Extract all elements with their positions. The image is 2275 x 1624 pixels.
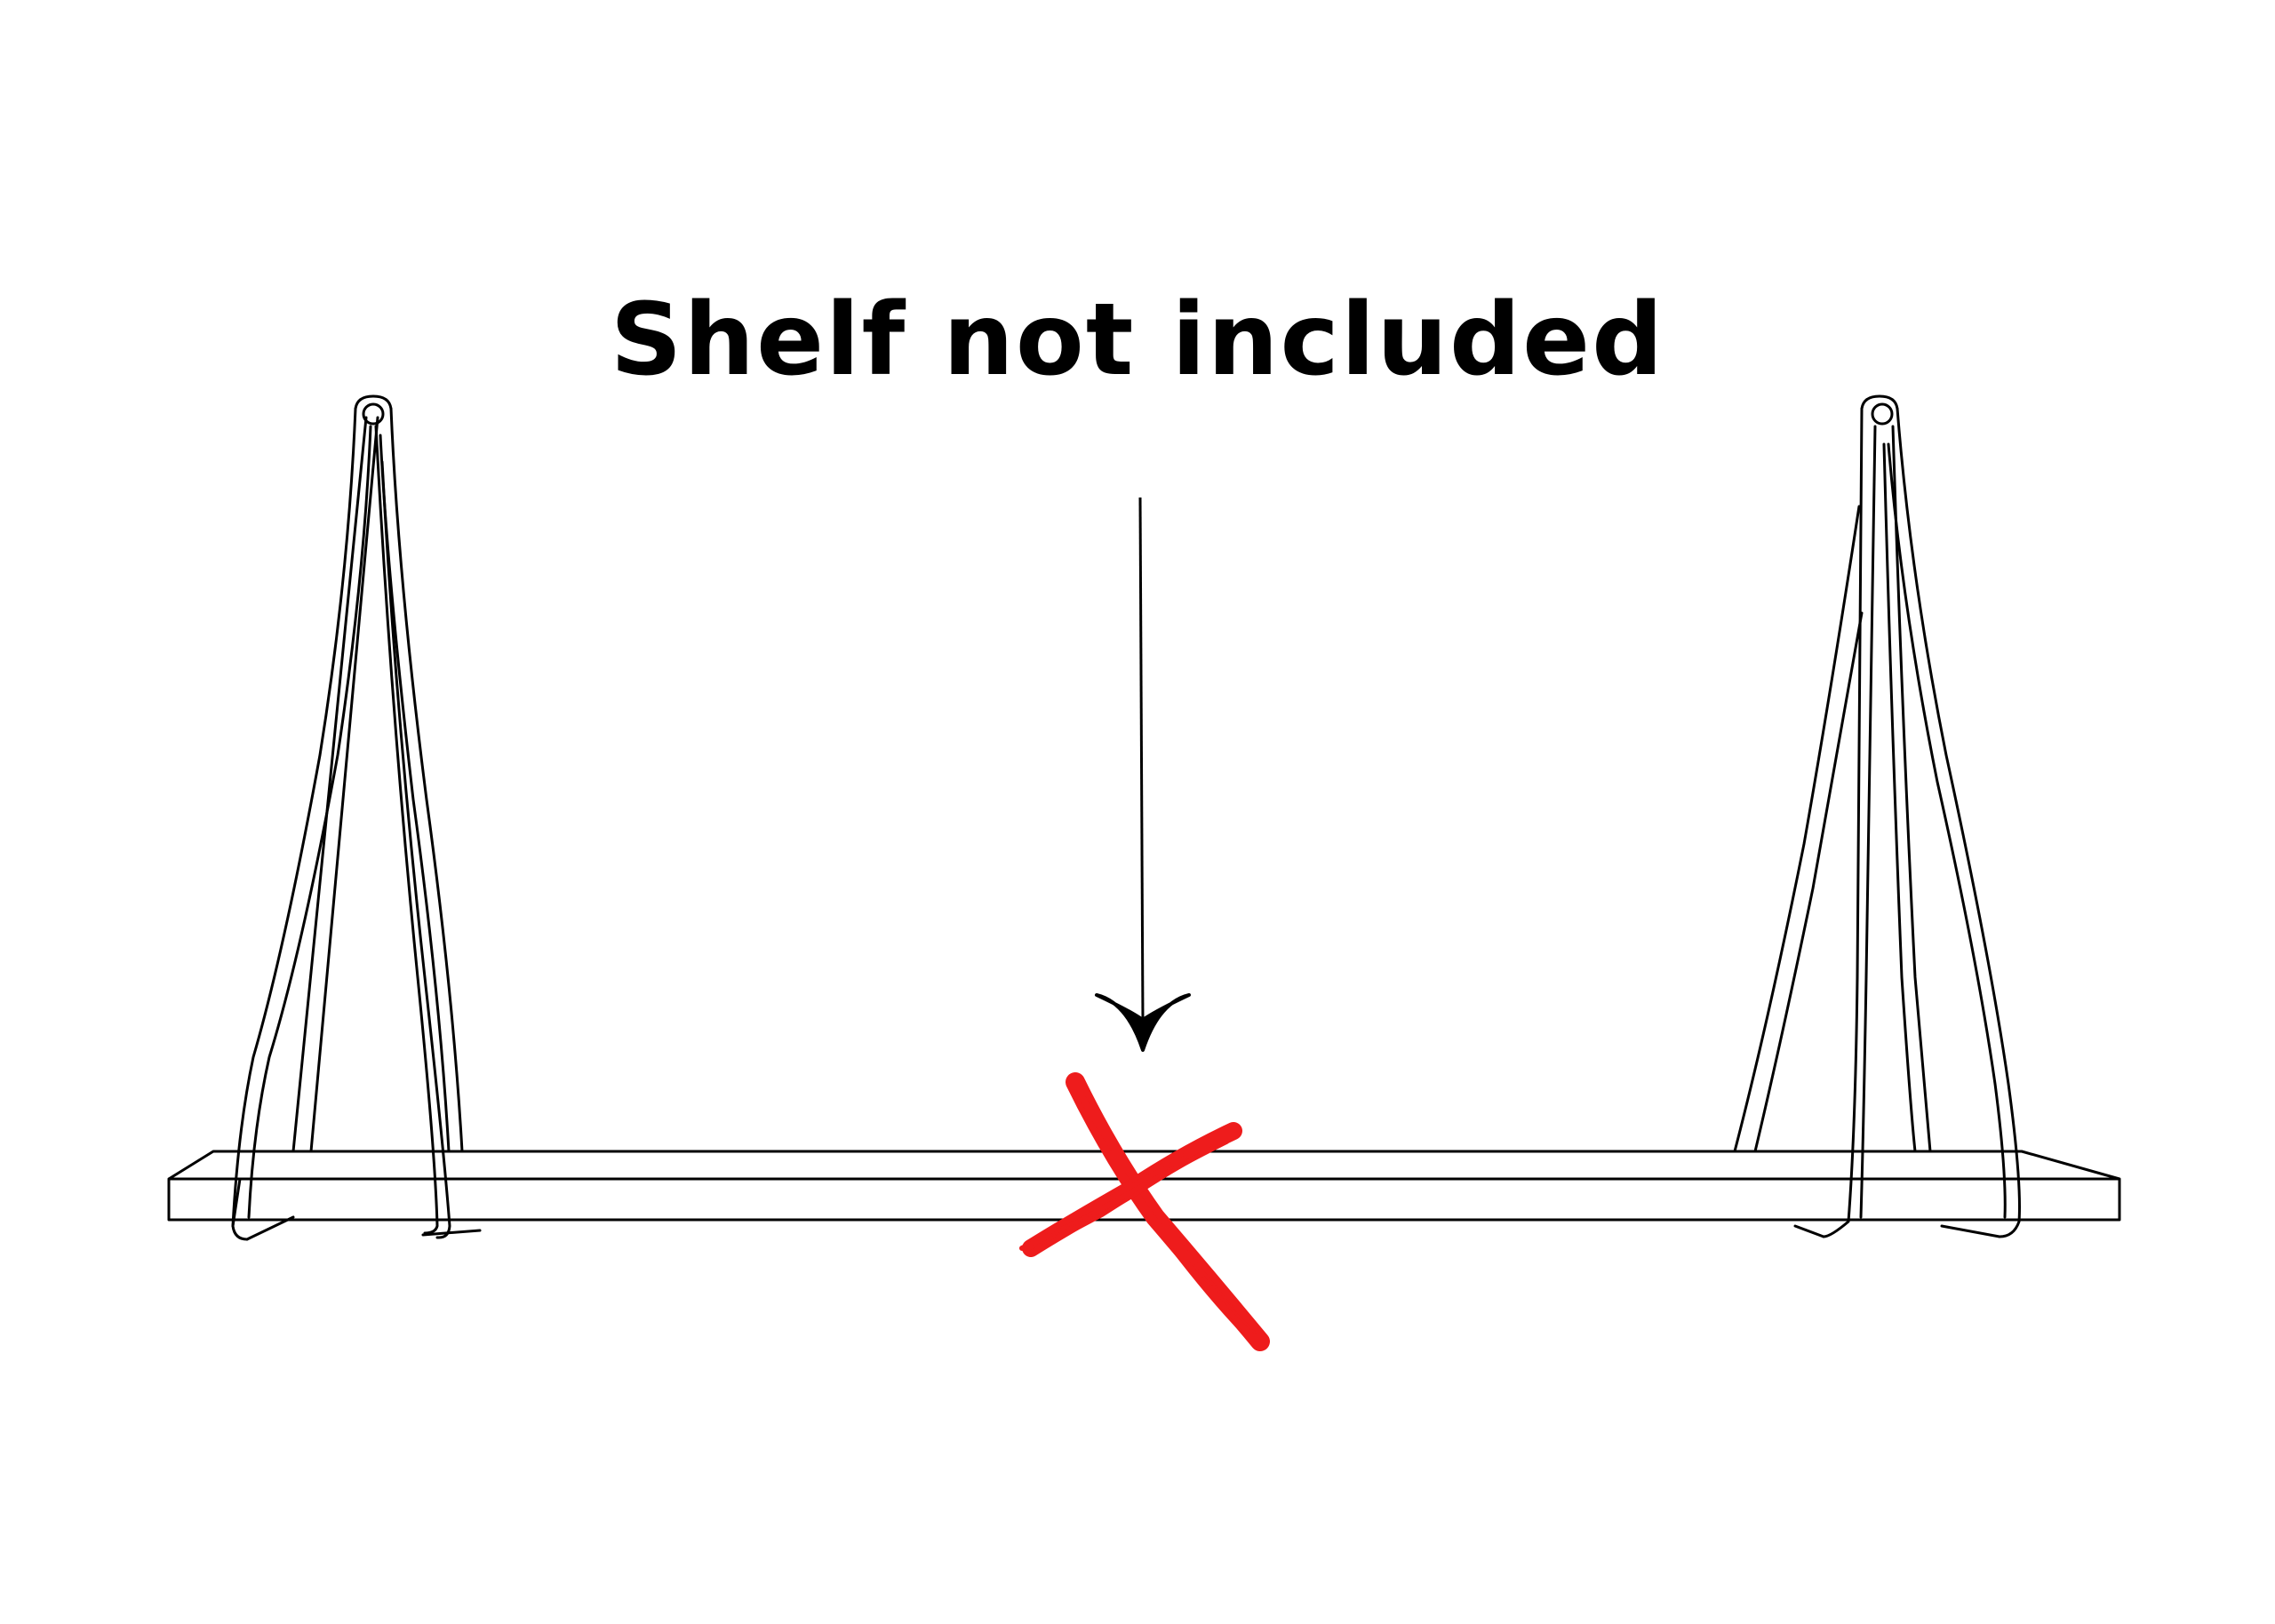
down-arrow-icon xyxy=(1095,497,1191,1052)
red-x-icon xyxy=(1019,1072,1270,1351)
left-mount-hole xyxy=(362,402,385,426)
right-strap-bracket xyxy=(1733,394,2021,1238)
right-mount-hole xyxy=(1871,402,1894,426)
left-strap-bracket xyxy=(231,394,482,1241)
shelf-not-included-caption: Shelf not included xyxy=(610,283,1665,398)
